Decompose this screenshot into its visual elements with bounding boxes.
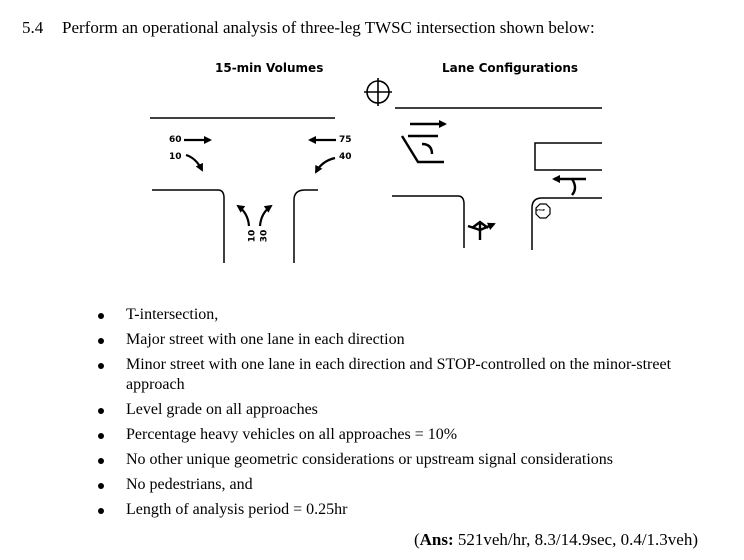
eb-right-lane-arrow: [408, 134, 438, 155]
bullet-dot: [98, 363, 104, 369]
stop-sign-icon: [535, 203, 551, 219]
southwest-curb: [152, 189, 225, 263]
list-item: Percentage heavy vehicles on all approac…: [86, 425, 706, 445]
nb-left-arrow: [236, 204, 251, 227]
problem-text: Perform an operational analysis of three…: [62, 18, 595, 37]
vol-wb-through: 75: [339, 135, 352, 145]
bullet-dot: [98, 338, 104, 344]
answer-value: 521veh/hr, 8.3/14.9sec, 0.4/1.3veh): [453, 530, 698, 549]
intersection-diagram: 15-min Volumes Lane Configurations 60 10…: [140, 58, 620, 278]
vol-eb-right: 10: [169, 152, 182, 162]
wb-left-arrow: [315, 156, 336, 174]
lanes-title: Lane Configurations: [442, 61, 579, 75]
bullet-dot: [98, 458, 104, 464]
volumes-roadway: [150, 117, 335, 263]
answer-label: Ans:: [419, 530, 454, 549]
nb-right-arrow: [258, 204, 273, 227]
problem-number: 5.4: [22, 18, 44, 37]
list-item: No pedestrians, and: [86, 475, 706, 495]
answer-open-paren: (: [413, 530, 420, 549]
eb-lane-divider: [400, 135, 444, 164]
eb-right-arrow: [185, 153, 203, 172]
nb-shared-lane-stem: [471, 220, 489, 240]
nb-left-right-lane-arrow: [467, 224, 494, 230]
list-item: Level grade on all approaches: [86, 400, 706, 420]
list-item: Major street with one lane in each direc…: [86, 330, 706, 350]
volumes-title: 15-min Volumes: [215, 61, 324, 75]
volume-arrows: [184, 136, 336, 227]
stop-sign-text: STOP: [536, 208, 545, 212]
southeast-curb: [293, 189, 318, 263]
lane-arrows: [400, 120, 586, 240]
lanes-roadway: [392, 107, 602, 250]
vol-eb-through: 60: [169, 135, 182, 145]
lanes-median-island: [534, 142, 602, 171]
answer-line: (Ans: 521veh/hr, 8.3/14.9sec, 0.4/1.3veh…: [414, 530, 698, 550]
lanes-southeast-curb: [531, 197, 602, 250]
list-item: Length of analysis period = 0.25hr: [86, 500, 706, 520]
intersection-drawing: [150, 78, 602, 263]
list-item: No other unique geometric considerations…: [86, 450, 706, 470]
assumptions-list: T-intersection, Major street with one la…: [86, 305, 706, 525]
vol-wb-left: 40: [339, 152, 352, 162]
bullet-dot: [98, 508, 104, 514]
problem-heading: 5.4 Perform an operational analysis of th…: [22, 18, 595, 38]
bullet-dot: [98, 483, 104, 489]
lanes-southwest-curb: [392, 195, 465, 248]
bullet-dot: [98, 433, 104, 439]
vol-nb-left: 10: [247, 229, 258, 243]
list-item: Minor street with one lane in each direc…: [86, 355, 706, 395]
wb-left-lane-arrow: [570, 178, 577, 196]
vol-nb-right: 30: [259, 229, 270, 243]
list-item: T-intersection,: [86, 305, 706, 325]
north-arrow-icon: [364, 78, 392, 106]
bullet-dot: [98, 313, 104, 319]
bullet-dot: [98, 408, 104, 414]
